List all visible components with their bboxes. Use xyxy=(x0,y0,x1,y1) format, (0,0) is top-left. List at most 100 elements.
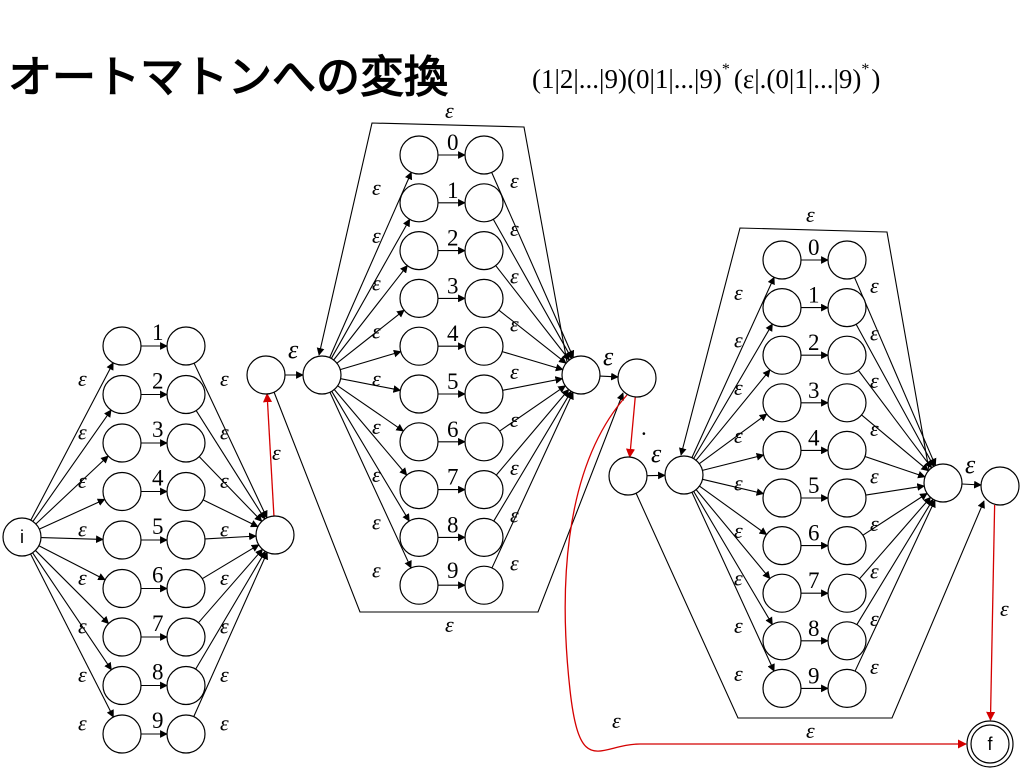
start-state-label: i xyxy=(20,527,24,547)
block1-digit-1-from-state xyxy=(102,326,142,366)
block3-eps-out-label-3: ε xyxy=(870,416,879,441)
block3-eps-in-8 xyxy=(693,491,773,626)
block1-eps-out-label-5: ε xyxy=(220,565,229,590)
block1-eps-in-3 xyxy=(35,455,109,525)
block1-eps-out-label-4: ε xyxy=(220,517,229,542)
block2-repeat-eps-label: ε xyxy=(445,98,454,123)
block2-eps-out-label-7: ε xyxy=(510,503,519,528)
block1-eps-out-3 xyxy=(198,456,263,522)
block3-eps-in-label-6: ε xyxy=(734,566,743,591)
block2-eps-out-9 xyxy=(491,391,574,569)
block3-eps-in-label-7: ε xyxy=(734,613,743,638)
block2-eps-in-0 xyxy=(329,171,413,358)
block2-digit-9-to-state xyxy=(464,565,504,605)
block2-digit-label-0: 0 xyxy=(447,130,459,155)
slide-title: オートマトンへの変換 xyxy=(8,52,449,103)
block3-eps-in-label-4: ε xyxy=(734,470,743,495)
block3-eps-in-label-0: ε xyxy=(734,280,743,305)
block3-to-final-eps-label: ε xyxy=(1000,596,1009,621)
block3-digit-7-from-state xyxy=(762,573,802,613)
block1-eps-in-label-7: ε xyxy=(78,662,87,687)
block3-skip-eps-label: ε xyxy=(806,718,815,743)
block3-loop-entry-state xyxy=(664,455,704,495)
block1-eps-out-5 xyxy=(204,532,257,541)
block1-eps-out-8 xyxy=(195,550,266,670)
block2-loop-entry-state xyxy=(302,355,342,395)
block3-enter-loop-eps-label: ε xyxy=(651,439,662,468)
block3-eps-in-3 xyxy=(698,413,768,465)
block3-digit-9-from-state xyxy=(762,668,802,709)
block1-digit-7-to-state xyxy=(166,617,206,657)
block3-leave-loop-eps-label: ε xyxy=(965,450,976,479)
block2-eps-out-2 xyxy=(495,265,570,361)
block3-digit-8-to-state xyxy=(827,621,867,661)
block3-digit-9-to-state xyxy=(827,668,867,709)
block1-digit-9-from-state xyxy=(102,714,142,754)
block1-digit-2-to-state xyxy=(166,374,206,415)
block2-eps-out-1 xyxy=(492,219,573,360)
block2-eps-out-label-0: ε xyxy=(510,168,519,193)
block3-digit-1-from-state xyxy=(762,288,802,328)
block2-leave-loop-eps-label: ε xyxy=(603,342,614,371)
block1-digit-label-7: 7 xyxy=(152,611,164,636)
regex-formula: (1|2|...|9)(0|1|...|9)*(ε|.(0|1|...|9)*) xyxy=(532,61,880,94)
block2-digit-2-to-state xyxy=(464,231,504,271)
block1-digit-3-to-state xyxy=(166,423,206,463)
block3-eps-out-4 xyxy=(864,455,926,479)
block2-eps-in-9 xyxy=(329,392,412,569)
block2-eps-out-6 xyxy=(499,385,566,432)
block2-eps-out-label-6: ε xyxy=(510,455,519,480)
regex-star1: * xyxy=(722,61,730,78)
block1-eps-in-9 xyxy=(30,553,114,718)
block2-digit-8-from-state xyxy=(399,517,439,558)
block3-digit-label-0: 0 xyxy=(808,235,820,260)
block1-eps-in-2 xyxy=(32,409,112,522)
block3-eps-out-5 xyxy=(865,483,925,496)
block3-eps-out-label-7: ε xyxy=(870,606,879,631)
block1-digit-6-to-state xyxy=(166,568,206,609)
block3-repeat-eps-edge xyxy=(679,227,930,471)
block2-to-final-eps-label: ε xyxy=(612,708,621,733)
block3-eps-in-1 xyxy=(693,323,773,459)
block2-eps-in-2 xyxy=(333,264,408,361)
block1-eps-out-label-6: ε xyxy=(220,614,229,639)
block3-eps-out-7 xyxy=(859,496,932,580)
block3-digit-3-from-state xyxy=(762,383,802,423)
block3-digit-3-to-state xyxy=(827,383,867,423)
block1-eps-out-label-8: ε xyxy=(220,711,229,736)
block2-digit-label-3: 3 xyxy=(447,273,459,298)
block3-eps-in-label-3: ε xyxy=(734,423,743,448)
block3-digit-label-8: 8 xyxy=(808,616,820,641)
block2-eps-in-1 xyxy=(330,218,411,359)
block2-to-final-eps-edge xyxy=(564,394,967,752)
block2-eps-out-0 xyxy=(491,172,575,359)
block2-digit-6-from-state xyxy=(399,422,439,462)
block3-eps-in-label-8: ε xyxy=(734,661,743,686)
block3-digit-4-to-state xyxy=(827,430,867,470)
block3-digit-0-to-state xyxy=(827,240,867,280)
block1-eps-out-label-2: ε xyxy=(220,420,229,445)
block3-digit-6-from-state xyxy=(762,525,802,566)
block3-digit-label-1: 1 xyxy=(808,283,820,308)
block2-eps-out-3 xyxy=(498,309,567,364)
start-state xyxy=(2,517,42,557)
block3-eps-out-3 xyxy=(861,414,930,472)
block1-digit-1-to-state xyxy=(166,326,206,366)
block2-digit-3-from-state xyxy=(399,278,439,318)
block2-digit-1-to-state xyxy=(464,183,504,223)
block3-eps-out-label-8: ε xyxy=(870,654,879,679)
block2-leave-loop-edge xyxy=(599,372,619,381)
block3-eps-in-9 xyxy=(691,492,775,672)
block2-eps-in-5 xyxy=(340,378,402,393)
block2-digit-5-from-state xyxy=(399,374,439,414)
block2-eps-in-7 xyxy=(333,389,408,476)
block2-eps-in-label-2: ε xyxy=(372,271,381,296)
block2-digit-7-from-state xyxy=(399,470,439,510)
block3-post-state xyxy=(980,466,1020,506)
block3-digit-1-to-state xyxy=(827,288,867,328)
block2-digit-label-1: 1 xyxy=(447,178,459,203)
regex-part2: (ε|.(0|1|...|9) xyxy=(734,64,861,94)
final-state xyxy=(970,724,1010,764)
block3-eps-in-label-2: ε xyxy=(734,375,743,400)
